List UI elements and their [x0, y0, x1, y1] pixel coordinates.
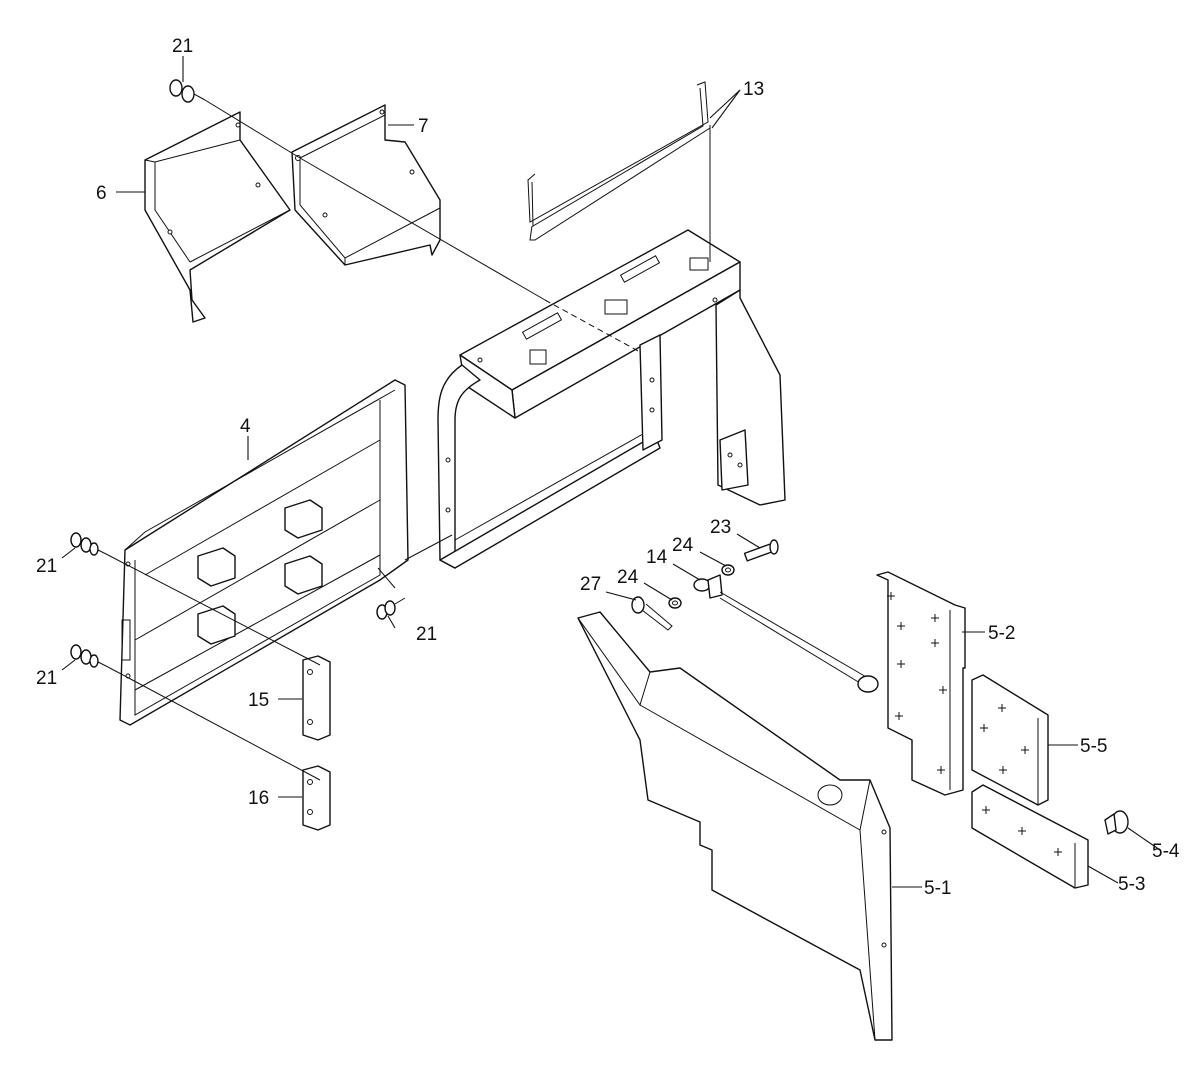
callout-27: 27: [580, 574, 601, 595]
callout-23: 23: [710, 517, 731, 538]
callout-21-left-upper: 21: [36, 556, 57, 577]
part-14-rod: [693, 574, 879, 693]
bolt-21-left-lower: [70, 644, 109, 668]
callout-5-4: 5-4: [1152, 841, 1180, 862]
part-5-2-pad: [876, 571, 966, 796]
part-23-bolt: [743, 539, 779, 562]
part-13-rods: [527, 81, 711, 241]
part-4-blocks: [197, 499, 323, 645]
callout-6: 6: [96, 183, 107, 204]
part-5-1-cover: [577, 611, 893, 1041]
callout-13: 13: [743, 79, 764, 100]
part-6-cover-plate: [144, 111, 291, 323]
bolt-21-left-upper: [70, 532, 109, 556]
callout-5-1: 5-1: [924, 878, 951, 899]
callout-24-lower: 24: [617, 567, 639, 588]
callout-16: 16: [248, 788, 269, 809]
callout-5-3: 5-3: [1118, 874, 1145, 895]
part-15-bracket: [302, 655, 331, 741]
callout-24-upper: 24: [672, 535, 694, 556]
part-4-panel: [119, 379, 409, 726]
callout-5-2: 5-2: [988, 623, 1015, 644]
part-7-cover-plate: [291, 104, 441, 266]
assembly-lines: [107, 99, 711, 781]
callout-21-left-lower: 21: [36, 668, 57, 689]
part-24-washer-upper: [721, 564, 735, 576]
callout-14: 14: [646, 547, 668, 568]
callout-21-top: 21: [172, 36, 193, 57]
part-24-washer-lower: [668, 597, 682, 609]
part-27-pin: [631, 596, 673, 631]
bolt-21-top: [169, 79, 206, 103]
callout-21-right: 21: [416, 624, 437, 645]
callout-labels: 21 7 6 13 4 21 21 21 15 16 23 24 14 24 2…: [36, 36, 1180, 899]
bolt-21-right: [376, 597, 406, 620]
callout-15: 15: [248, 690, 269, 711]
callout-4: 4: [240, 416, 251, 437]
leader-lines: [61, 56, 1161, 888]
callout-7: 7: [418, 116, 429, 137]
part-5-3-pad: [971, 784, 1089, 889]
callout-5-5: 5-5: [1080, 736, 1107, 757]
main-frame: [437, 229, 786, 569]
part-16-bracket: [302, 765, 331, 831]
part-5-4-knob: [1104, 810, 1129, 835]
part-5-5-pad: [971, 674, 1049, 806]
